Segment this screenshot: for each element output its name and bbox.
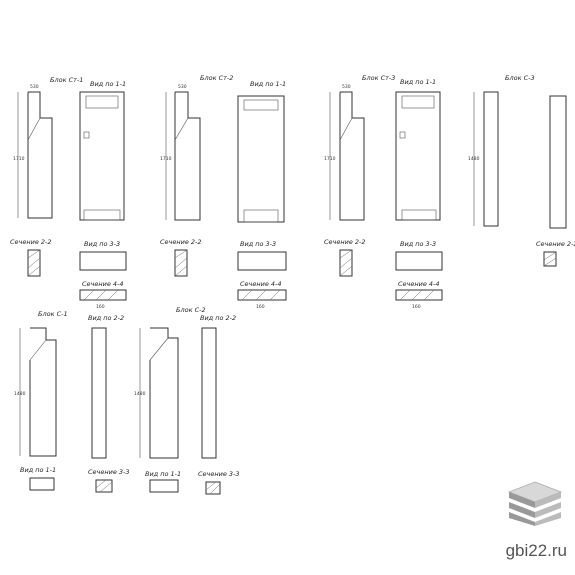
block-st3-dim-width: 160 [412, 304, 421, 310]
block-st1-title: Блок Ст-1 [50, 76, 83, 84]
block-s3-side-view [483, 91, 499, 227]
block-s3-section-2-2-label: Сечение 2-2 [536, 240, 575, 248]
block-st2: Блок Ст-2 Вид по 1-1 1710 530 Сечение 2-… [160, 74, 287, 310]
block-st2-section-2-2 [174, 249, 188, 277]
block-st3-socket [399, 131, 406, 139]
block-st2-base [243, 209, 279, 223]
block-st1-dim-width: 160 [96, 304, 105, 310]
block-st1-dim-top: 530 [30, 84, 39, 90]
block-st2-dim-top: 530 [178, 84, 187, 90]
block-st2-view-3-3: Вид по 3-3 [240, 240, 276, 248]
block-st3-dim-height: 1710 [324, 156, 336, 162]
block-s1-dim-height: 1480 [14, 391, 26, 397]
block-s2-section-3-3-label: Сечение 3-3 [198, 470, 240, 478]
block-st3-view-3-3-rect [395, 251, 443, 271]
block-s1-section-3-3-label: Сечение 3-3 [88, 468, 130, 476]
block-s3: Блок С-3 1480 Сечение 2-2 [468, 74, 575, 267]
block-s2: Блок С-2 Вид по 2-2 1480 Вид по 1-1 Сече… [134, 306, 240, 495]
block-st3-section-2-2-label: Сечение 2-2 [324, 238, 366, 246]
block-st1-socket [83, 131, 90, 139]
block-s2-view-2-2: Вид по 2-2 [200, 314, 236, 322]
block-s2-slope [149, 337, 169, 361]
block-s1-section-3-3 [95, 479, 113, 493]
block-st2-dim-width: 160 [256, 304, 265, 310]
block-st1: Блок Ст-1 Вид по 1-1 1710 530 Сечение 2-… [10, 76, 127, 310]
block-st3-section-4-4-label: Сечение 4-4 [398, 280, 440, 288]
block-st1-base [83, 209, 121, 221]
block-s1-front-view [91, 327, 107, 459]
block-st1-top-notch [85, 95, 119, 109]
site-watermark: gbi22.ru [505, 541, 567, 560]
block-st3-front-view [395, 91, 441, 221]
block-st1-side-profile [27, 91, 53, 219]
block-s2-section-3-3 [205, 481, 221, 495]
block-st2-section-4-4-label: Сечение 4-4 [240, 280, 282, 288]
block-s2-dim-height: 1480 [134, 391, 146, 397]
block-st2-dim-height: 1710 [160, 156, 172, 162]
block-s2-plan [149, 479, 179, 493]
stacked-blocks-logo-icon [507, 481, 563, 526]
block-st1-front-view [79, 91, 125, 221]
block-s1-view-1-1: Вид по 1-1 [20, 466, 56, 474]
block-st2-section-2-2-label: Сечение 2-2 [160, 238, 202, 246]
block-s1-slope [29, 339, 47, 361]
block-st1-view-3-3: Вид по 3-3 [84, 240, 120, 248]
block-s1-side-profile [29, 327, 57, 457]
block-s1-plan [29, 477, 55, 491]
block-st3-view-1-1: Вид по 1-1 [400, 78, 436, 86]
block-st2-title: Блок Ст-2 [200, 74, 233, 82]
block-s1-view-2-2: Вид по 2-2 [88, 314, 124, 322]
block-st1-dim-height: 1710 [13, 156, 25, 162]
block-st3-top-notch [401, 95, 435, 109]
block-s3-section-2-2 [543, 251, 557, 267]
block-s3-title: Блок С-3 [505, 74, 535, 82]
block-st2-view-1-1: Вид по 1-1 [250, 80, 286, 88]
block-s2-view-1-1: Вид по 1-1 [145, 470, 181, 478]
block-st3-base [401, 209, 437, 221]
block-s3-dim-height: 1480 [468, 156, 480, 162]
block-s2-front-view [201, 327, 217, 459]
block-st3-slope [339, 117, 353, 141]
block-s3-front-view [549, 95, 567, 229]
block-s1-title: Блок С-1 [38, 310, 68, 318]
block-st3-section-2-2 [339, 249, 353, 277]
block-st1-section-2-2 [27, 249, 41, 277]
block-st3: Блок Ст-3 Вид по 1-1 1710 530 Сечение 2-… [324, 74, 443, 310]
block-st2-side-profile [174, 91, 201, 221]
block-s1: Блок С-1 Вид по 2-2 1480 Вид по 1-1 Сече… [14, 310, 130, 493]
block-s2-side-profile [149, 327, 179, 459]
block-st3-title: Блок Ст-3 [362, 74, 395, 82]
block-st2-slope [174, 117, 189, 141]
block-st1-section-4-4 [79, 289, 127, 301]
block-st3-side-profile [339, 91, 365, 221]
block-st1-view-1-1: Вид по 1-1 [90, 80, 126, 88]
block-st2-view-3-3-rect [237, 251, 287, 271]
block-st2-top-notch [243, 99, 279, 111]
block-s2-title: Блок С-2 [176, 306, 206, 314]
block-st1-section-2-2-label: Сечение 2-2 [10, 238, 52, 246]
block-st2-front-view [237, 95, 285, 223]
block-st1-slope [27, 117, 41, 141]
block-st3-section-4-4 [395, 289, 443, 301]
block-st1-view-3-3-rect [79, 251, 127, 271]
block-st3-dim-top: 530 [342, 84, 351, 90]
block-st3-view-3-3: Вид по 3-3 [400, 240, 436, 248]
block-st2-section-4-4 [237, 289, 287, 301]
block-st1-section-4-4-label: Сечение 4-4 [82, 280, 124, 288]
